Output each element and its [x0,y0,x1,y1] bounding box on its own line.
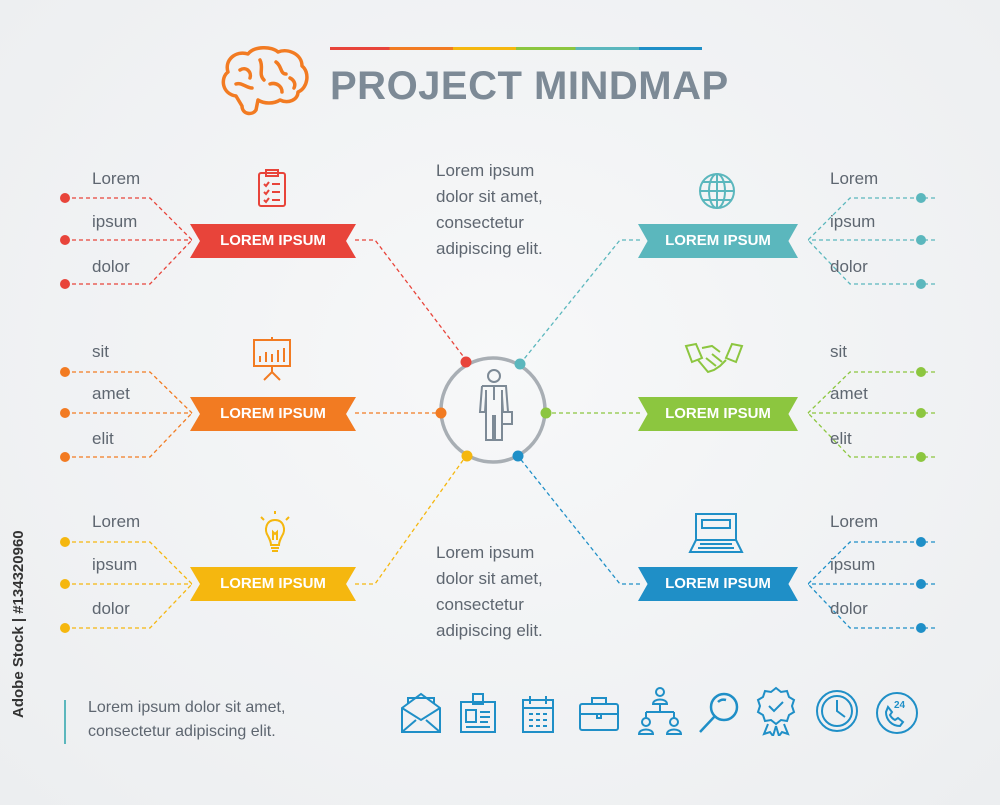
id-card-icon [460,693,496,733]
laptop-icon [688,513,744,553]
branch-item: dolor [92,599,130,618]
presentation-chart-icon [253,337,291,381]
branch-item: elit [92,429,114,448]
branch-item: dolor [92,257,130,276]
calendar-icon [522,696,554,733]
branch-ribbon-green: LOREM IPSUM [638,397,798,431]
brain-icon [221,46,309,116]
branch-ribbon-red: LOREM IPSUM [190,224,356,258]
title-rainbow-bar [330,47,702,50]
org-chart-icon [637,687,683,735]
branch-item: ipsum [830,212,876,231]
clock-icon [816,690,858,732]
briefcase-icon [579,697,619,731]
clipboard-checklist-icon [258,169,286,207]
footer-accent-bar [64,700,66,744]
branch-item: amet [92,384,130,403]
branch-item: ipsum [92,212,138,231]
branch-item: ipsum [830,555,876,574]
mail-icon [401,692,441,733]
award-badge-icon [756,686,796,736]
support-24-icon: 24 [876,692,918,734]
branch-ribbon-yellow: LOREM IPSUM [190,567,356,601]
branch-item: sit [830,342,847,361]
branch-item: dolor [830,599,868,618]
magnifier-icon [699,692,739,733]
branch-item: amet [830,384,868,403]
branch-ribbon-orange: LOREM IPSUM [190,397,356,431]
branch-ribbon-teal: LOREM IPSUM [638,224,798,258]
branch-item: ipsum [92,555,138,574]
branch-item: Lorem [92,169,141,188]
lightbulb-icon [260,511,290,552]
globe-icon [699,173,735,209]
branch-ribbon-blue: LOREM IPSUM [638,567,798,601]
stock-watermark: Adobe Stock | #134320960 [10,530,27,718]
svg-text:24: 24 [894,700,906,711]
businessman-icon [478,369,513,441]
branch-item: Lorem [830,169,879,188]
footer-text: Lorem ipsum dolor sit amet,consectetur a… [88,699,286,740]
branch-item: Lorem [92,512,141,531]
branch-item: sit [92,342,109,361]
page-title: PROJECT MINDMAP [330,64,729,108]
branch-item: Lorem [830,512,879,531]
handshake-icon [684,342,744,374]
branch-item: elit [830,429,852,448]
branch-item: dolor [830,257,868,276]
